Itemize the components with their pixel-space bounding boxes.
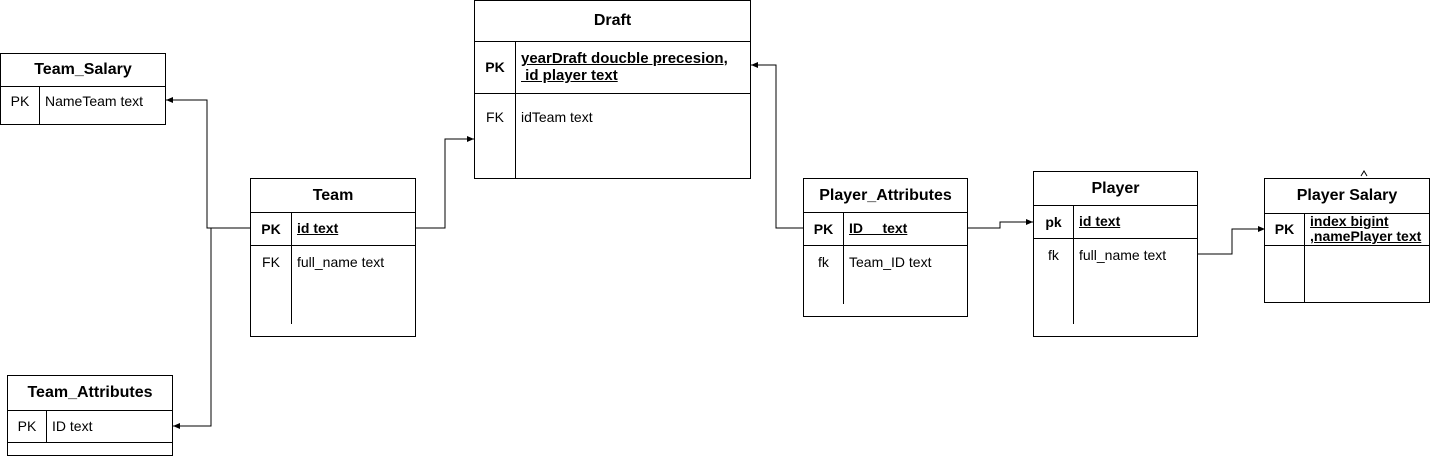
field-name: ID text bbox=[849, 220, 908, 236]
table-row: FK idTeam text bbox=[475, 94, 750, 186]
column-divider bbox=[291, 212, 292, 324]
key-label: PK bbox=[1274, 221, 1295, 237]
field-name: id text bbox=[297, 220, 339, 236]
key-label: PK bbox=[17, 418, 37, 434]
table-row: fk full_name text bbox=[1034, 239, 1197, 271]
field-name: id text bbox=[1079, 213, 1121, 229]
field-name: idTeam text bbox=[521, 108, 593, 125]
key-label: fk bbox=[1048, 247, 1059, 263]
link-team-to-draft bbox=[415, 136, 474, 229]
key-label: PK bbox=[261, 220, 281, 237]
table-team-salary[interactable]: Team_Salary PK NameTeam text bbox=[0, 53, 166, 125]
table-title: Draft bbox=[475, 1, 750, 42]
field-name: full_name text bbox=[297, 253, 385, 270]
field-name: index bigint ,namePlayer text bbox=[1304, 214, 1421, 244]
table-title: Player_Attributes bbox=[804, 179, 967, 213]
field-name: Team_ID text bbox=[849, 253, 932, 270]
key-label: PK bbox=[813, 220, 834, 237]
column-divider bbox=[39, 86, 40, 124]
table-title: Player Salary bbox=[1265, 179, 1429, 214]
column-divider bbox=[46, 410, 47, 442]
table-row: PK ID text bbox=[8, 410, 172, 443]
table-row: PK ID text bbox=[804, 212, 967, 246]
field-name-line-1: index bigint bbox=[1310, 213, 1389, 229]
key-label: PK bbox=[485, 59, 505, 75]
column-divider bbox=[1073, 205, 1074, 324]
table-team[interactable]: Team PK id text FK full_name text bbox=[250, 178, 416, 337]
table-title: Player bbox=[1034, 172, 1197, 206]
key-label: fk bbox=[818, 254, 829, 270]
key-label: FK bbox=[486, 109, 504, 125]
table-player-attributes[interactable]: Player_Attributes PK ID text fk Team_ID … bbox=[803, 178, 968, 317]
link-team-to-team-attributes bbox=[173, 227, 251, 429]
field-name: full_name text bbox=[1079, 246, 1167, 263]
table-draft[interactable]: Draft PK yearDraft doucble precesion, id… bbox=[474, 0, 751, 179]
field-name: NameTeam text bbox=[45, 92, 144, 109]
field-name-line-1: yearDraft doucble precesion, bbox=[521, 50, 728, 67]
field-name: yearDraft doucble precesion, id player t… bbox=[515, 50, 728, 84]
link-player-attributes-to-draft bbox=[751, 62, 804, 229]
table-row: pk id text bbox=[1034, 205, 1197, 239]
table-title: Team bbox=[251, 179, 415, 213]
table-row: PK id text bbox=[251, 212, 415, 246]
player-salary-top-marker bbox=[1360, 170, 1368, 177]
table-row: PK yearDraft doucble precesion, id playe… bbox=[475, 41, 750, 94]
table-row: fk Team_ID text bbox=[804, 246, 967, 278]
table-row: PK index bigint ,namePlayer text bbox=[1265, 213, 1429, 246]
field-name-line-2: id player text bbox=[521, 67, 618, 84]
table-player[interactable]: Player pk id text fk full_name text bbox=[1033, 171, 1198, 337]
table-team-attributes[interactable]: Team_Attributes PK ID text bbox=[7, 375, 173, 456]
column-divider bbox=[515, 41, 516, 178]
table-title: Team_Salary bbox=[1, 54, 165, 87]
column-divider bbox=[1304, 213, 1305, 302]
table-title: Team_Attributes bbox=[8, 376, 172, 411]
table-player-salary[interactable]: Player Salary PK index bigint ,namePlaye… bbox=[1264, 178, 1430, 303]
link-player-attributes-to-player bbox=[968, 219, 1033, 229]
key-label: PK bbox=[10, 93, 30, 109]
key-label: FK bbox=[262, 254, 280, 270]
column-divider bbox=[843, 212, 844, 304]
field-name: ID text bbox=[52, 417, 93, 434]
key-label: pk bbox=[1045, 213, 1062, 230]
field-name-line-2: ,namePlayer text bbox=[1310, 228, 1422, 244]
table-row: PK NameTeam text bbox=[1, 86, 165, 116]
link-team-to-team-salary bbox=[166, 97, 251, 229]
table-row: FK full_name text bbox=[251, 246, 415, 278]
link-player-to-player-salary bbox=[1198, 226, 1265, 255]
